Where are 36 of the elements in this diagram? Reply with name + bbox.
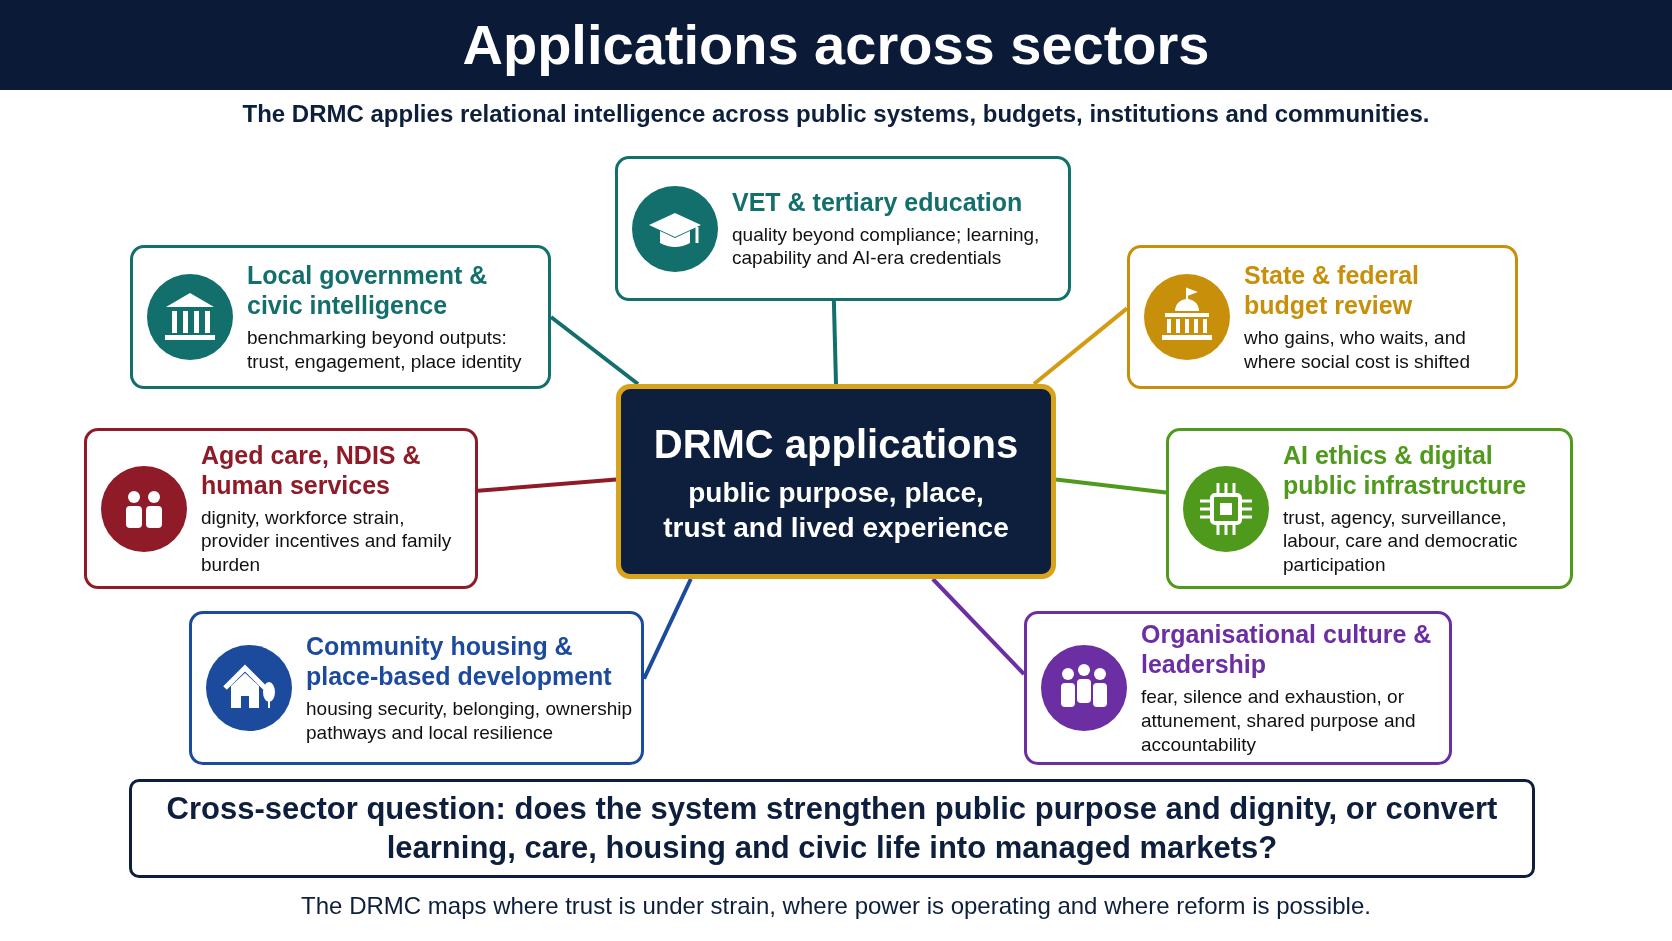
card-heading: State & federal budget review bbox=[1244, 260, 1421, 321]
card-description: dignity, workforce strain, provider incentives and family burden bbox=[201, 505, 453, 578]
connector-line bbox=[931, 577, 1026, 676]
card-description: housing security, belonging, ownership pathways and local resilience bbox=[306, 697, 633, 745]
hub-heading: DRMC applications bbox=[653, 420, 1019, 468]
sector-card bbox=[1127, 245, 1518, 389]
sector-card bbox=[189, 611, 644, 765]
sector-card bbox=[1024, 611, 1452, 765]
question-box bbox=[129, 779, 1535, 878]
card-heading: Aged care, NDIS & human services bbox=[201, 439, 422, 500]
title: Applications across sectors bbox=[461, 12, 1211, 77]
question-text: Cross-sector question: does the system strengthen public purpose and dignity, or convert learning, care, housing and civic life into managed markets? bbox=[165, 789, 1499, 867]
sector-card bbox=[84, 428, 478, 589]
connector-line bbox=[549, 315, 640, 386]
central-hub-box bbox=[616, 384, 1056, 579]
sector-card bbox=[130, 245, 551, 389]
hub-description: public purpose, place, trust and lived experience bbox=[662, 475, 1010, 545]
card-heading: Local government & civic intelligence bbox=[247, 260, 489, 321]
connector-line bbox=[831, 300, 838, 385]
card-description: trust, agency, surveillance, labour, care and democratic participation bbox=[1283, 505, 1519, 578]
connector-line bbox=[477, 477, 617, 493]
sector-card bbox=[1166, 428, 1573, 589]
card-heading: Community housing & place-based development bbox=[306, 631, 613, 692]
card-heading: VET & tertiary education bbox=[732, 186, 1024, 217]
card-description: fear, silence and exhaustion, or attunement, shared purpose and accountability bbox=[1141, 685, 1417, 757]
connector-line bbox=[642, 578, 693, 680]
card-heading: Organisational culture & leadership bbox=[1141, 619, 1433, 680]
card-heading: AI ethics & digital public infrastructure bbox=[1283, 439, 1528, 500]
connector-line bbox=[1032, 306, 1129, 386]
subtitle: The DRMC applies relational intelligence across public systems, budgets, institutions and communities. bbox=[242, 100, 1430, 127]
card-description: who gains, who waits, and where social cost is shifted bbox=[1244, 326, 1471, 374]
connector-line bbox=[1055, 477, 1167, 495]
card-description: quality beyond compliance; learning, capability and AI-era credentials bbox=[732, 222, 1041, 271]
card-description: benchmarking beyond outputs: trust, engagement, place identity bbox=[247, 326, 523, 374]
footer-note: The DRMC maps where trust is under strain, where power is operating and where reform is possible. bbox=[301, 892, 1371, 919]
sector-card bbox=[615, 156, 1071, 301]
